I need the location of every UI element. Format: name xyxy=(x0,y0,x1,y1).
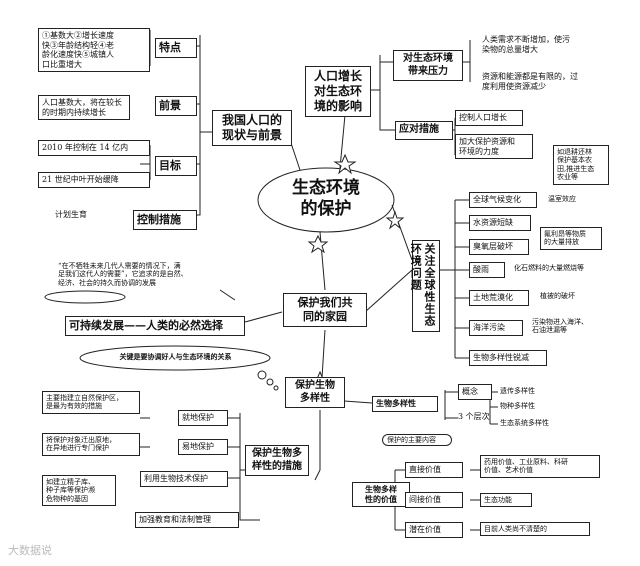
goal-item-1: 2010 年控制在 14 亿内 xyxy=(38,140,150,156)
global-title: 关注全球性生态环境问题 xyxy=(409,240,440,332)
issue-4-note: 化石燃料的大量燃烧等 xyxy=(514,264,584,272)
content-note: 保护的主要内容 xyxy=(382,434,452,447)
population-title: 我国人口的 现状与前景 xyxy=(212,110,292,146)
features-label: 特点 xyxy=(155,38,197,58)
issue-3: 臭氧层破坏 xyxy=(469,239,529,255)
measure-exsitu: 易地保护 xyxy=(178,439,228,455)
value-indirect-note: 生态功能 xyxy=(480,493,532,508)
measure-exsitu-note: 将保护对象迁出原地， 在异地进行专门保护 xyxy=(42,433,140,456)
measure-insitu-note: 主要指建立自然保护区， 是最为有效的措施 xyxy=(42,391,140,414)
issue-7: 生物多样性锐减 xyxy=(469,350,547,366)
issue-6-note: 污染物进入海洋、 石油泄漏等 xyxy=(532,318,588,335)
value-indirect: 间接价值 xyxy=(405,492,463,508)
value-potential-note: 目前人类尚不清楚的 xyxy=(480,522,590,537)
biodiversity-concept-title: 生物多样性 xyxy=(372,396,438,412)
biodiversity-title: 保护生物 多样性 xyxy=(285,377,345,408)
levels-label: 3 个层次 xyxy=(458,412,490,421)
value-direct: 直接价值 xyxy=(405,462,463,478)
sustainable-quote: “在不牺牲未来几代人需要的情况下，满 足我们这代人的需要”，它追求的是自然、 经… xyxy=(58,262,188,287)
bubble-text: 关键是要协调好人与生态环境的关系 xyxy=(119,352,232,361)
home-title: 保护我们共 同的家园 xyxy=(283,293,367,327)
control-policy: 计划生育 xyxy=(55,210,87,219)
measure-note: 如退耕还林 保护基本农 田,推进生态 农业等 xyxy=(553,145,609,185)
value-direct-note: 药用价值、工业原料、科研 价值、艺术价值 xyxy=(480,455,600,478)
goals-label: 目标 xyxy=(155,156,197,176)
center-title: 生态环境 的保护 xyxy=(292,178,360,220)
impact-title: 人口增长 对生态环 境的影响 xyxy=(305,66,371,117)
issue-5-note: 植被的破坏 xyxy=(540,292,575,300)
thought-bubbles xyxy=(44,290,279,391)
measures-title: 保护生物多 样性的措施 xyxy=(245,445,309,476)
issue-1-note: 温室效应 xyxy=(548,195,576,203)
features-text: ①基数大②增长速度 快③年龄结构轻④老 龄化速度快⑤城镇人 口比重增大 xyxy=(38,28,150,73)
prospect-label: 前景 xyxy=(155,96,197,116)
issue-1: 全球气候变化 xyxy=(469,192,537,208)
value-title: 生物多样 性的价值 xyxy=(352,482,410,508)
measure-biotech-note: 如建立精子库、 种子库等保护濒 危物种的基因 xyxy=(42,475,116,507)
pressure-item-1: 人类需求不断增加，使污 染物的总量增大 xyxy=(482,35,570,54)
sustainable-label: 可持续发展——人类的必然选择 xyxy=(65,316,245,336)
measure-education: 加强教育和法制管理 xyxy=(135,512,239,528)
level-genetic: 遗传多样性 xyxy=(500,387,535,395)
level-ecosystem: 生态系统多样性 xyxy=(500,419,549,427)
measure-insitu: 就地保护 xyxy=(178,410,228,426)
issue-4: 酸雨 xyxy=(469,262,505,278)
prospect-text: 人口基数大，将在较长 的时期内持续增长 xyxy=(38,95,130,121)
level-species: 物种多样性 xyxy=(500,402,535,410)
issue-5: 土地荒漠化 xyxy=(469,290,529,306)
measure-item-1: 控制人口增长 xyxy=(455,110,523,126)
value-potential: 潜在价值 xyxy=(405,522,463,538)
center-ellipse xyxy=(257,167,395,233)
measure-biotech: 利用生物技术保护 xyxy=(140,471,228,487)
watermark: 大数据说 xyxy=(8,544,52,557)
pressure-label: 对生态环境 带来压力 xyxy=(393,50,463,81)
pressure-item-2: 资源和能源都是有限的，过 度利用使资源减少 xyxy=(482,72,578,91)
issue-3-note: 氟利昂等物质 的大量排放 xyxy=(540,227,602,250)
measure-item-2: 加大保护资源和 环境的力度 xyxy=(455,134,533,160)
issue-6: 海洋污染 xyxy=(469,320,523,336)
issue-2: 水资源短缺 xyxy=(469,215,531,231)
goal-item-2: 21 世纪中叶开始缓降 xyxy=(38,172,150,188)
measures-label: 应对措施 xyxy=(395,121,453,140)
control-label: 控制措施 xyxy=(133,210,197,230)
concept-label: 概念 xyxy=(458,384,492,400)
